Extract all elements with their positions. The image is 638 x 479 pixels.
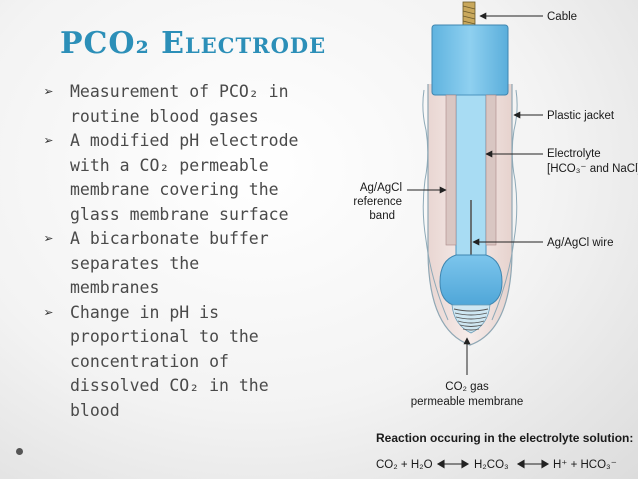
bullet-line: glass membrane surface [70,204,289,224]
reaction-rhs: H⁺ + HCO₃⁻ [553,459,617,471]
slide-title: PCO₂ Electrode [60,26,327,61]
arrow-bullet-icon: ➢ [44,131,54,150]
bullet-line: proportional to the [70,327,259,346]
arrow-bullet-icon: ➢ [44,302,54,322]
arrow-bullet-icon: ➢ [44,82,54,101]
bullet-item: ➢ A bicarbonate buffer separates the mem… [22,227,322,301]
membrane-ripples [453,308,489,331]
reference-band-right [485,94,497,246]
bullet-line: Measurement of PCO₂ in [70,82,289,101]
reaction-mid: H₂CO₃ [474,459,509,471]
bullet-line: with a CO₂ permeable [70,155,269,175]
bullet-line: blood [70,400,120,420]
bullet-item: ➢ A modified pH electrode with a CO₂ per… [22,129,322,227]
reference-band [445,94,457,246]
label-electrolyte-composition: [HCO₃⁻ and NaCl] [547,163,638,175]
bullet-line: routine blood gases [70,106,259,126]
reaction-lhs: CO₂ + H₂O [376,459,433,471]
bullet-line: separates the [70,253,200,273]
reaction-title: Reaction occuring in the electrolyte sol… [376,431,633,445]
double-arrow-icon [516,459,550,469]
cable [462,1,476,27]
bullet-line: dissolved CO₂ in the [70,376,269,395]
arrow-bullet-icon: ➢ [44,229,54,248]
double-arrow-icon [436,459,470,469]
label-reference-2: reference [353,196,402,208]
jacket-outline [422,89,518,321]
bullet-line: Change in pH is [70,302,220,322]
bullet-line: A modified pH electrode [70,131,299,150]
label-cable: Cable [547,11,577,23]
label-reference-1: Ag/AgCl [360,182,402,194]
bullet-line: membrane covering the [70,180,279,199]
bullet-item: ➢ Change in pH is proportional to the co… [22,301,322,424]
bullet-line: A bicarbonate buffer [70,229,269,248]
label-agagcl-wire: Ag/AgCl wire [547,237,613,249]
leader-lines [407,12,543,375]
label-plastic-jacket: Plastic jacket [547,110,615,122]
label-reference-3: band [369,210,395,222]
label-membrane-1: CO₂ gas [445,381,489,393]
bullet-line: concentration of [70,351,229,371]
bullet-line: membranes [70,278,160,297]
bullet-item: ➢ Measurement of PCO₂ in routine blood g… [22,80,322,129]
bullet-dot-icon [16,448,23,455]
label-electrolyte: Electrolyte [547,148,601,160]
electrode-cap [431,24,509,96]
bullet-list: ➢ Measurement of PCO₂ in routine blood g… [22,80,322,423]
glass-bulb [439,254,503,307]
label-membrane-2: permeable membrane [411,396,524,408]
